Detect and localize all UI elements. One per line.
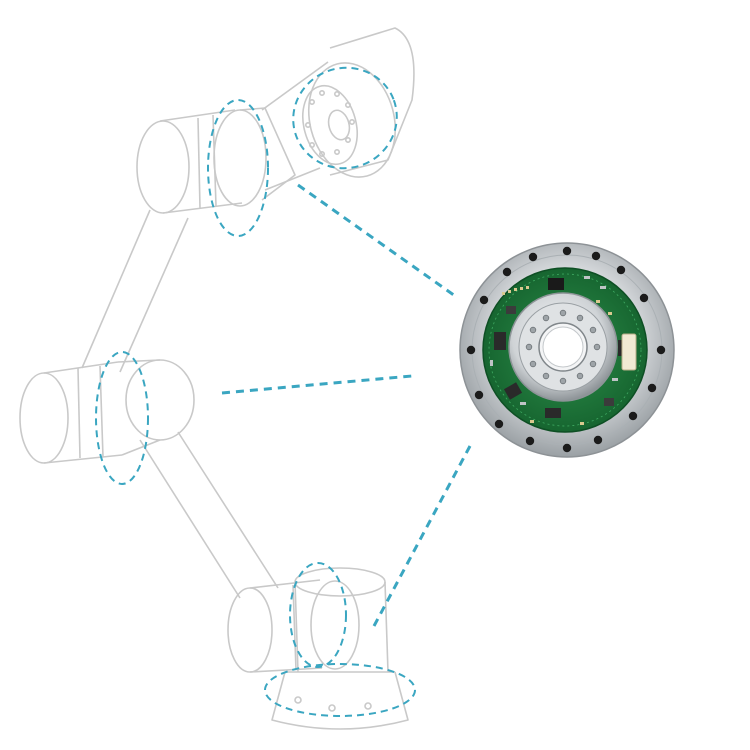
chip-bottom [545,408,561,418]
wrist-flange [261,27,415,191]
upper-joint-callout-ellipse [207,99,269,237]
lower-joint-callout-ellipse [289,562,347,668]
flange-bolt-holes [466,246,666,453]
leader-line-base [372,445,472,627]
pcb-components [490,276,637,425]
chip-left [494,332,506,350]
wrist-callout-ellipse [292,66,398,170]
chip-left-lower [503,382,523,400]
robot-arm-outline [19,27,415,730]
leader-line-elbow [221,374,413,395]
joint-module [459,242,675,458]
connector [621,333,637,371]
chip-top [548,278,564,290]
hub-bolt-holes [525,309,601,385]
callout-ellipses [95,66,416,717]
ic-top-left [506,306,516,314]
lower-joint [227,579,360,673]
elbow-callout-ellipse [95,351,149,485]
base-callout-ellipse [264,663,416,717]
callout-leader-lines [221,183,472,627]
middle-joint [19,359,195,464]
base-pedestal [271,567,409,730]
lower-arm-link [139,431,279,599]
ic-right-lower [604,398,614,406]
upper-arm-link [81,209,189,373]
leader-line-wrist [297,183,459,300]
